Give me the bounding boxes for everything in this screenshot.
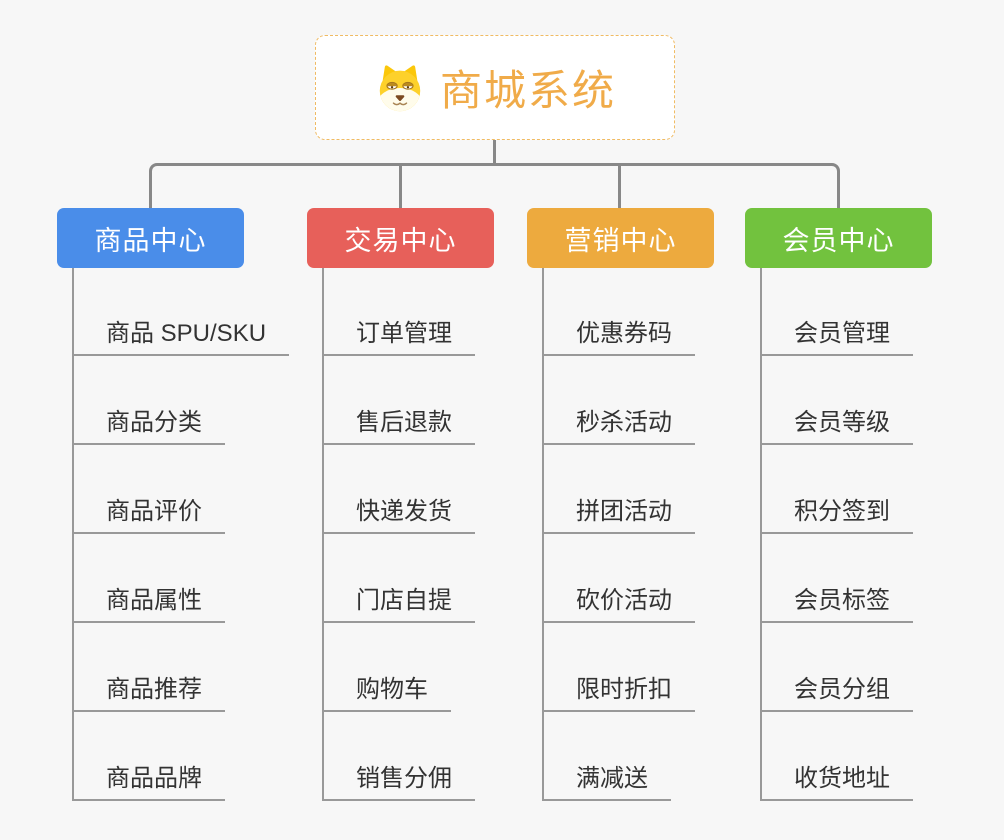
branch-rail-line — [542, 268, 544, 801]
tree-item[interactable]: 商品评价 — [72, 492, 225, 534]
tree-item[interactable]: 商品 SPU/SKU — [72, 314, 290, 356]
branch-rail-line — [322, 268, 324, 801]
tree-item[interactable]: 砍价活动 — [542, 581, 695, 623]
branch-head-trade[interactable]: 交易中心 — [307, 208, 494, 268]
connector-bus-right — [495, 163, 840, 210]
tree-item[interactable]: 商品分类 — [72, 403, 225, 445]
tree-item[interactable]: 商品属性 — [72, 581, 225, 623]
root-node-label: 商城系统 — [439, 67, 616, 114]
tree-item[interactable]: 拼团活动 — [542, 492, 695, 534]
tree-item[interactable]: 会员标签 — [760, 581, 913, 623]
branch-children-member: 会员管理 会员等级 积分签到 会员标签 会员分组 收货地址 — [760, 268, 1004, 813]
tree-item[interactable]: 会员管理 — [760, 314, 913, 356]
connector-root-stem — [493, 139, 496, 166]
tree-item[interactable]: 秒杀活动 — [542, 403, 695, 445]
branch-head-member[interactable]: 会员中心 — [745, 208, 932, 268]
connector-dropper-trade — [399, 163, 402, 210]
branch-rail-line — [72, 268, 74, 801]
tree-item[interactable]: 会员分组 — [760, 670, 913, 712]
branch-rail-line — [760, 268, 762, 801]
dog-face-icon — [374, 62, 426, 114]
tree-item[interactable]: 满减送 — [542, 759, 671, 801]
tree-item[interactable]: 收货地址 — [760, 759, 913, 801]
root-node[interactable]: 商城系统 — [315, 35, 675, 140]
branch-children-marketing: 优惠券码 秒杀活动 拼团活动 砍价活动 限时折扣 满减送 — [542, 268, 792, 813]
connector-dropper-marketing — [618, 163, 621, 210]
tree-item[interactable]: 售后退款 — [322, 403, 475, 445]
tree-item[interactable]: 限时折扣 — [542, 670, 695, 712]
branch-children-trade: 订单管理 售后退款 快递发货 门店自提 购物车 销售分佣 — [322, 268, 572, 813]
tree-item[interactable]: 销售分佣 — [322, 759, 475, 801]
tree-item[interactable]: 优惠券码 — [542, 314, 695, 356]
connector-bus-left — [149, 163, 495, 210]
branch-head-marketing[interactable]: 营销中心 — [527, 208, 714, 268]
tree-item[interactable]: 商品推荐 — [72, 670, 225, 712]
branch-head-product[interactable]: 商品中心 — [57, 208, 244, 268]
tree-item[interactable]: 订单管理 — [322, 314, 475, 356]
tree-item[interactable]: 商品品牌 — [72, 759, 225, 801]
branch-children-product: 商品 SPU/SKU 商品分类 商品评价 商品属性 商品推荐 商品品牌 — [72, 268, 322, 813]
tree-item[interactable]: 快递发货 — [322, 492, 475, 534]
tree-item[interactable]: 门店自提 — [322, 581, 475, 623]
tree-item[interactable]: 积分签到 — [760, 492, 913, 534]
tree-item[interactable]: 购物车 — [322, 670, 451, 712]
tree-item[interactable]: 会员等级 — [760, 403, 913, 445]
